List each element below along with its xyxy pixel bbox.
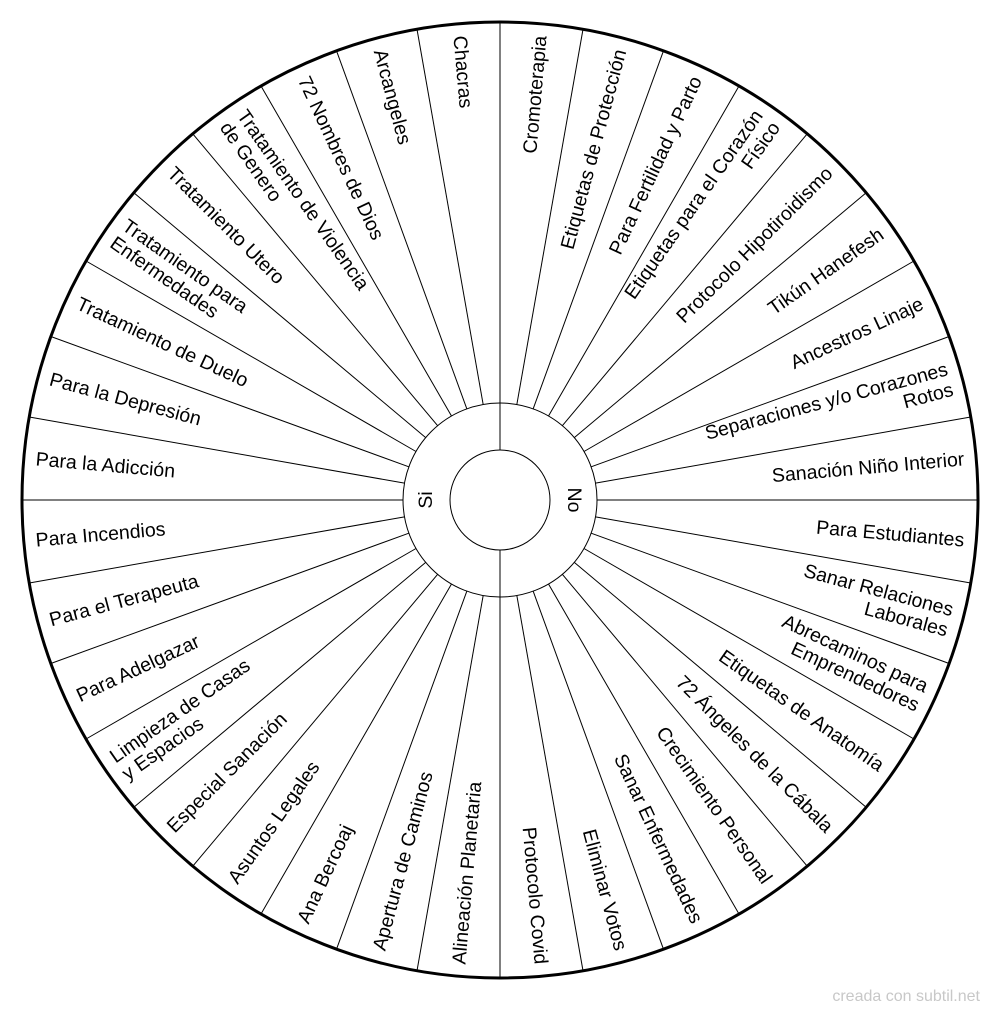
segment-divider — [29, 416, 405, 484]
segment-divider — [133, 192, 427, 439]
segment-divider — [516, 595, 584, 971]
segment-divider — [192, 573, 439, 867]
segment-divider — [573, 561, 867, 808]
segment-divider — [532, 50, 664, 410]
segment-divider — [590, 336, 950, 468]
segment-divider — [532, 590, 664, 950]
segment-divider — [192, 133, 439, 427]
segment-divider — [548, 583, 740, 915]
segment-divider — [583, 548, 915, 740]
segment-divider — [561, 133, 808, 427]
segment-divider — [133, 561, 427, 808]
segment-divider — [85, 548, 417, 740]
segment-divider — [416, 595, 484, 971]
segment-divider — [336, 590, 468, 950]
segment-divider — [583, 260, 915, 452]
segment-divider — [336, 50, 468, 410]
segment-divider — [516, 29, 584, 405]
segment-divider — [260, 583, 452, 915]
segment-divider — [573, 192, 867, 439]
segment-divider — [50, 532, 410, 664]
segment-divider — [85, 260, 417, 452]
segment-divider — [590, 532, 950, 664]
label-si: Si — [415, 491, 437, 508]
segment-divider — [416, 29, 484, 405]
segment-divider — [50, 336, 410, 468]
segment-divider — [595, 416, 971, 484]
segment-divider — [595, 516, 971, 584]
segment-divider — [260, 85, 452, 417]
label-no: No — [563, 488, 585, 513]
watermark: creada con subtil.net — [832, 988, 980, 1005]
segment-divider — [548, 85, 740, 417]
segment-divider — [29, 516, 405, 584]
segment-divider — [561, 573, 808, 867]
